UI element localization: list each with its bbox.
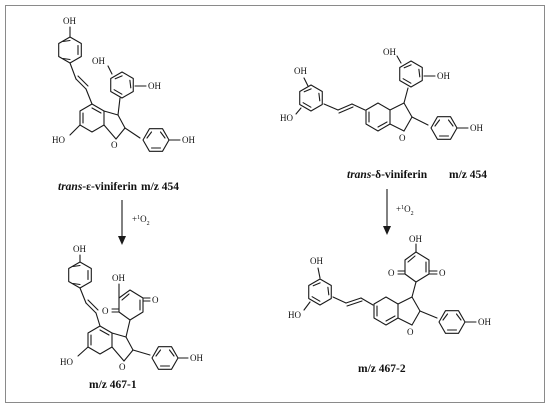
structure-trans-epsilon-viniferin: OH O HO OH OH OH — [52, 16, 195, 152]
atom-oh: OH — [383, 47, 396, 57]
atom-oh: OH — [409, 234, 422, 244]
mass-product-1: m/z 467-1 — [89, 379, 137, 391]
atom-o: O — [102, 306, 109, 316]
atom-oh: OH — [437, 71, 450, 81]
atom-o: O — [439, 268, 446, 278]
atom-oh: OH — [470, 123, 483, 133]
atom-oh: OH — [63, 16, 76, 26]
atom-o: O — [119, 362, 126, 372]
reagent-singlet-oxygen: +1O2 — [132, 214, 150, 227]
reaction-arrow-left — [118, 200, 126, 245]
mass-product-2: m/z 467-2 — [358, 363, 406, 375]
atom-oh: OH — [478, 317, 491, 327]
atom-o: O — [399, 133, 406, 143]
atom-oh: OH — [294, 66, 307, 76]
atom-o: O — [407, 327, 414, 337]
atom-ho: HO — [52, 135, 65, 145]
atom-ho: HO — [280, 113, 293, 123]
atom-oh: OH — [310, 256, 323, 266]
atom-oh: OH — [92, 56, 105, 66]
label-trans-delta-viniferin: trans-δ-viniferin — [347, 169, 428, 181]
atom-o: O — [111, 140, 118, 150]
atom-oh: OH — [148, 81, 161, 91]
atom-ho: HO — [288, 310, 301, 320]
atom-oh: OH — [112, 273, 125, 283]
structure-trans-delta-viniferin: OH HO O OH OH OH — [280, 47, 483, 143]
atom-ho: HO — [60, 357, 73, 367]
atom-o: O — [152, 295, 159, 305]
mass-trans-delta-viniferin: m/z 454 — [449, 169, 487, 181]
atom-oh: OH — [182, 135, 195, 145]
reagent-singlet-oxygen: +1O2 — [396, 204, 414, 217]
structure-product-1: OH O HO OH O O OH — [60, 244, 203, 372]
reaction-arrow-right — [383, 189, 391, 235]
atom-oh: OH — [73, 244, 86, 254]
figure-frame — [5, 5, 545, 403]
atom-oh: OH — [190, 353, 203, 363]
structure-product-2: OH HO O OH O O OH — [288, 234, 491, 337]
atom-o: O — [388, 268, 395, 278]
mass-trans-epsilon-viniferin: m/z 454 — [141, 181, 179, 193]
label-trans-epsilon-viniferin: trans-ε-viniferin — [58, 181, 138, 193]
